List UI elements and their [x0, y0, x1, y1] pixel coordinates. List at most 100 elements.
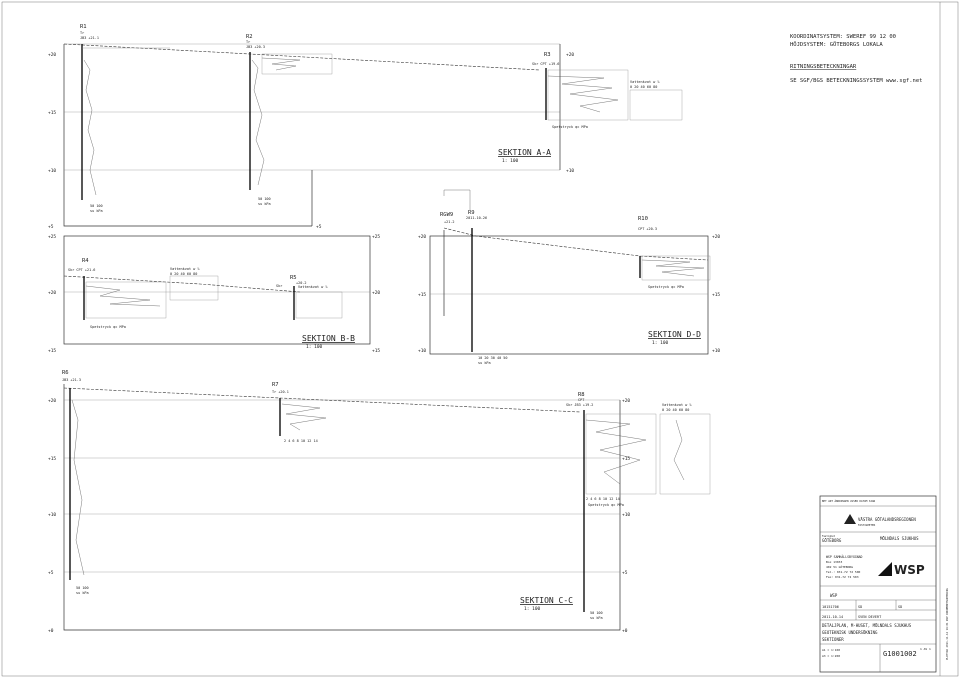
section-b-b — [63, 235, 371, 345]
r5-id: R5 — [290, 275, 297, 281]
r4-qc-box — [85, 281, 167, 319]
title-block — [819, 495, 937, 673]
r6-id: R6 — [62, 370, 69, 376]
cc-elev-0: +0 — [48, 628, 54, 634]
org-sub: FASTIGHETER — [858, 523, 876, 527]
r8-w-box — [659, 413, 711, 495]
rev-header: BET ANT ÄNDRINGEN AVSER DATUM SIGN — [822, 498, 876, 503]
r1-shear-unit: su kPa — [90, 209, 103, 213]
sheet-count: 1 AV 1 — [920, 647, 931, 651]
r1-level: JB3 +21.1 — [80, 36, 99, 40]
r4-w-ticks: 0 20 40 60 80 — [170, 272, 197, 276]
wsp-logo-icon — [878, 562, 892, 576]
r7-qc-ticks: 2 4 6 8 10 12 14 — [284, 439, 318, 443]
r7-method: Tr +20.1 — [272, 390, 289, 394]
r4-qc-plot — [85, 285, 161, 307]
r8-qc-box — [585, 413, 657, 495]
r10-qc-plot — [641, 259, 705, 277]
consultant-addr2: 402 51 GÖTEBORG — [826, 564, 853, 569]
project: MÖLNDALS SJUKHUS — [880, 536, 919, 541]
dd-elev-20-r: +20 — [712, 234, 720, 240]
r2-method: Tr — [246, 40, 250, 44]
r5-w-box — [295, 291, 343, 319]
aa-elev-15: +15 — [48, 110, 56, 116]
cc-scale: 1: 100 — [524, 606, 541, 612]
rgw9-id: RGW9 — [440, 212, 453, 218]
aa-scale: 1: 100 — [502, 158, 519, 164]
r1-shear-ticks: 50 100 — [90, 204, 103, 208]
r2-shear-ticks: 50 100 — [258, 197, 271, 201]
r7-qc-plot — [281, 403, 327, 431]
r9-shear-ticks: 10 20 30 40 50 — [478, 356, 508, 360]
r1-id: R1 — [80, 24, 87, 30]
side-note: PLOTTAD 2011-11-14 16:01 WSP DOKUMENTHAN… — [945, 588, 949, 660]
location-label: Fastighet — [822, 535, 836, 538]
ansvarig: SVEN DEVERT — [858, 615, 882, 619]
scale-a3: A3 = 1:200 — [822, 654, 840, 658]
r10-qc-box — [641, 255, 711, 281]
company: WSP — [830, 593, 838, 598]
r3-w-box — [629, 89, 683, 121]
desc-3: SEKTIONER — [822, 637, 844, 642]
section-c-c — [63, 384, 711, 631]
section-a-a — [63, 43, 683, 227]
r10-level: CPT +20.3 — [638, 227, 657, 231]
bb-elev-20-r: +20 — [372, 290, 380, 296]
dd-elev-15-r: +15 — [712, 292, 720, 298]
r4-w-box — [169, 275, 219, 301]
r8-qc-title: Spetstryck qc MPa — [588, 503, 624, 507]
rgw9-tube — [443, 189, 471, 210]
r4-qc-title: Spetstryck qc MPa — [90, 325, 126, 329]
r9-id: R9 — [468, 210, 475, 216]
r1-method: Tr — [80, 31, 84, 35]
datum: 2011-10-14 — [822, 615, 843, 619]
r3-qc-title: Spetstryck qc MPa — [552, 125, 588, 129]
r6-shear-unit: su kPa — [76, 591, 89, 595]
location: GÖTEBORG — [822, 538, 842, 543]
aa-elev-10-r: +10 — [566, 168, 574, 174]
r8-shear-ticks: 50 100 — [590, 611, 603, 615]
r7-id: R7 — [272, 382, 279, 388]
bb-frame — [63, 235, 371, 345]
cc-elev-10-r: +10 — [622, 512, 630, 518]
drawing-number: G1001002 — [883, 650, 917, 658]
vgr-logo-icon — [844, 514, 856, 524]
aa-elev-20: +20 — [48, 52, 56, 58]
desc-1: DETALJPLAN, M-HUSET, MÖLNDALS SJUKHUS — [822, 623, 912, 628]
r8-w-plot — [673, 419, 685, 481]
bb-scale: 1: 100 — [306, 344, 323, 350]
r3-qc-box — [547, 69, 629, 121]
bb-elev-25: +25 — [48, 234, 56, 240]
legend-title: RITNINGSBETECKNINGAR — [790, 64, 857, 70]
rgw9-level: +21.2 — [444, 220, 455, 224]
cc-frame — [63, 384, 621, 631]
dd-frame — [429, 235, 709, 355]
r9-shear-unit: su kPa — [478, 361, 491, 365]
r2-profile — [251, 59, 265, 186]
r5-method: Skr — [276, 284, 282, 288]
aa-elev-5: +5 — [48, 224, 54, 230]
dd-elev-15: +15 — [418, 292, 426, 298]
org-name: VÄSTRA GÖTALANDSREGIONEN — [858, 517, 916, 522]
aa-elev-10: +10 — [48, 168, 56, 174]
r3-w-title: Vattenkvot w % — [630, 80, 660, 84]
cc-elev-20: +20 — [48, 398, 56, 404]
desc-2: GEOTEKNISK UNDERSÖKNING — [822, 630, 878, 635]
dd-elev-20: +20 — [418, 234, 426, 240]
r6-level: JB3 +21.3 — [62, 378, 81, 382]
r1-profile — [83, 59, 97, 196]
r9-level: 2011-10-26 — [466, 216, 487, 220]
r2-qc-box — [261, 53, 333, 75]
r8-id: R8 — [578, 392, 585, 398]
r4-id: R4 — [82, 258, 89, 264]
cc-elev-5: +5 — [48, 570, 54, 576]
coord-system: KOORDINATSYSTEM: SWEREF 99 12 00 — [790, 34, 896, 40]
cc-title: SEKTION C-C — [520, 596, 573, 605]
r3-w-ticks: 0 20 40 60 80 — [630, 85, 657, 89]
scale-a1: A1 = 1:100 — [822, 648, 840, 652]
ritat-av: SD — [858, 605, 862, 609]
cc-elev-0-r: +0 — [622, 628, 628, 634]
cc-elev-20-r: +20 — [622, 398, 630, 404]
consultant-fax: Fax: 031-72 72 503 — [826, 575, 859, 579]
